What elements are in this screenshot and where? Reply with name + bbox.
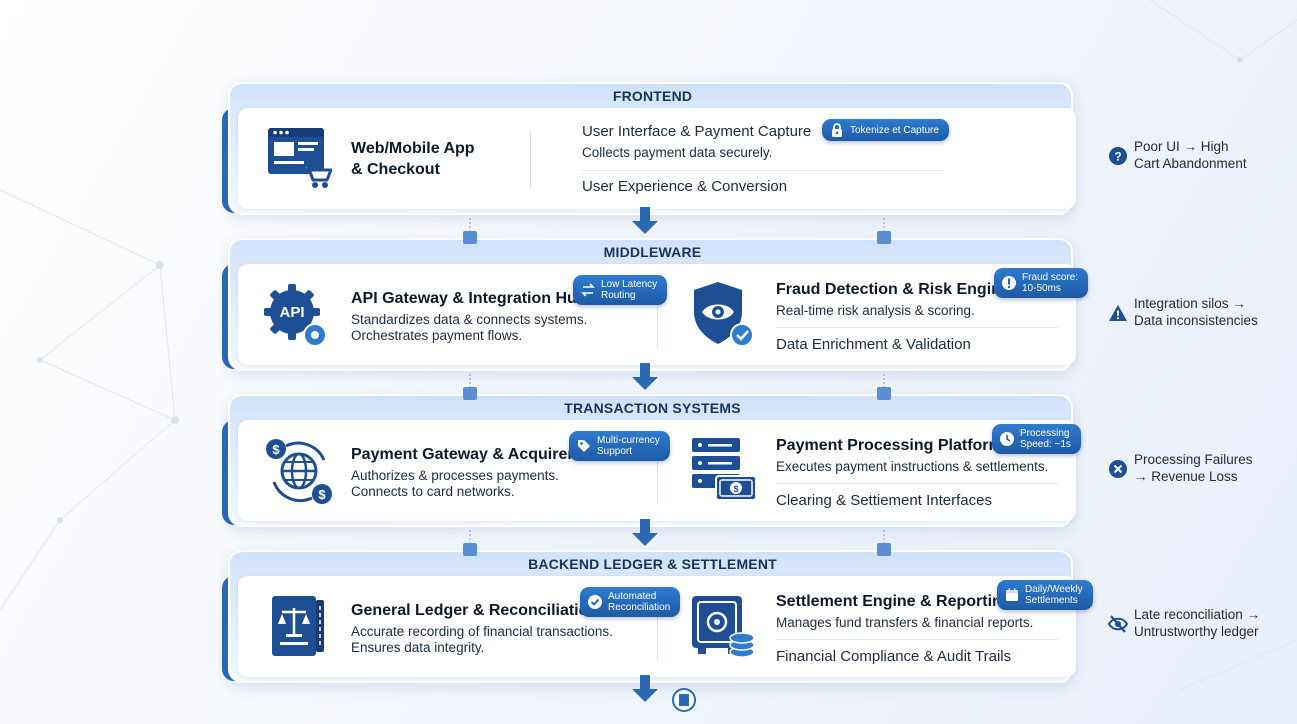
layer-middleware: MIDDLEWARE API API Gateway & Integration… [222,238,1076,373]
block-title: Settlement Engine & Reporting [776,593,1012,610]
vault-coins-icon [692,596,755,658]
badge-text: 10-50ms [1022,283,1061,294]
risk-text: Late reconciliation → [1134,607,1261,622]
lock-icon [832,123,842,137]
row-divider [776,327,1058,328]
column-divider [530,130,531,188]
block-title: General Ledger & Reconciliation [351,602,599,619]
server-cash-icon: $ [692,438,757,501]
svg-text:$: $ [272,442,280,457]
badge-text: Tokenize et Capture [850,124,939,136]
badge-text: Reconciliation [608,602,671,613]
feature-badge: Fraud score:10-50ms [994,268,1089,298]
block-title: Web/Mobile App [351,140,475,157]
block-subtitle: Data Enrichment & Validation [776,336,971,353]
block-subtitle: Clearing & Settiement Interfaces [776,492,992,509]
shield-eye-icon [694,282,754,347]
block-title: Payment Processing Platform [776,437,1003,454]
block-subtitle: User Experience & Conversion [582,178,788,195]
layer-content: Web/Mobile App & Checkout User Interface… [238,108,1076,209]
block-subtitle: Financial Compliance & Audit Trails [776,648,1012,665]
ledger-book-icon [272,596,324,656]
svg-text:?: ? [1114,149,1121,163]
row-divider [776,483,1058,484]
badge-text: Automated [608,591,657,602]
layer-title: BACKEND LEDGER & SETTLEMENT [528,556,777,572]
risk-text: Integration silos → [1134,296,1246,311]
badge-text: Daily/Weekly [1025,584,1083,595]
block-description: Orchestrates payment flows. [351,328,523,343]
layer-title: MIDDLEWARE [603,244,702,260]
block-description: Connects to card networks. [351,484,515,499]
tag-icon [578,440,590,452]
block-description: Collects payment data securely. [582,145,773,160]
badge-text: Multi-currency [597,435,660,446]
badge-text: Fraud score: [1022,272,1079,283]
feature-badge: Tokenize et Capture [822,119,949,141]
badge-text: Speed: ~1s [1020,439,1071,450]
clock-icon [1000,432,1014,446]
arrows-icon [581,283,595,297]
document-icon [672,688,696,712]
question-icon: ? [1109,146,1127,165]
block-description: Standardizes data & connects systems. [351,312,588,327]
block-description: Ensures data integrity. [351,640,485,655]
block-title: Fraud Detection & Risk Engine [776,281,1010,298]
eye-off-icon [1108,614,1128,633]
check-circle-icon [588,595,602,609]
risk-note: Processing Failures→ Revenue Loss [1108,452,1253,485]
block-description: Accurate recording of financial transact… [351,624,613,639]
layer-transaction-systems: TRANSACTION SYSTEMS $ $ Payment Gateway … [222,394,1076,529]
badge-text: Support [597,446,633,457]
column-divider [657,592,658,660]
alert-icon [1002,276,1016,290]
globe-currency-icon: $ $ [266,439,332,504]
badge-text: Low Latency [601,279,658,290]
layer-title: TRANSACTION SYSTEMS [564,400,741,416]
badge-text: Settlements [1025,595,1078,606]
layer-backend-ledger: BACKEND LEDGER & SETTLEMENT General Ledg… [222,550,1076,685]
web-checkout-icon [268,128,332,188]
risk-note: Integration silos →Data inconsistencies [1108,296,1258,329]
layer-panel: TRANSACTION SYSTEMS $ $ Payment Gateway … [228,394,1076,527]
layer-title: FRONTEND [612,88,693,104]
block-title: & Checkout [351,161,440,178]
svg-text:$: $ [318,487,326,502]
badge-text: Routing [601,290,636,301]
api-label: API [279,304,304,321]
risk-text: Data inconsistencies [1134,312,1258,328]
risk-text: Untrustworthy ledger [1134,623,1259,639]
layer-content: API API Gateway & Integration Hub Standa… [238,264,1076,365]
calendar-icon [1006,588,1018,601]
block-description: Authorizes & processes payments. [351,468,559,483]
block-description: Manages fund transfers & financial repor… [776,615,1034,630]
svg-text:$: $ [733,484,738,494]
block-description: Real-time risk analysis & scoring. [776,303,975,318]
layer-frontend: FRONTEND Web/Mobile App & Checkout User … [222,82,1076,217]
layer-panel: FRONTEND Web/Mobile App & Checkout User … [228,82,1076,215]
row-divider [582,170,944,171]
column-divider [657,280,658,348]
block-description: Executes payment instructions & settleme… [776,459,1049,474]
x-circle-icon [1109,459,1127,478]
risk-text: Poor UI → High [1134,139,1229,154]
block-title: User Interface & Payment Capture [582,123,812,140]
api-gear-icon: API [264,284,327,347]
block-title: Payment Gateway & Acquirers [351,446,583,463]
risk-text: Cart Abandonment [1134,155,1247,171]
block-title: API Gateway & Integration Hub [351,290,587,307]
row-divider [776,639,1058,640]
badge-text: Processing [1020,428,1070,439]
warning-icon [1109,304,1127,321]
column-divider [657,436,658,504]
risk-note: Late reconciliation →Untrustworthy ledge… [1108,607,1260,640]
risk-text: → Revenue Loss [1134,468,1238,484]
risk-text: Processing Failures [1134,452,1253,467]
